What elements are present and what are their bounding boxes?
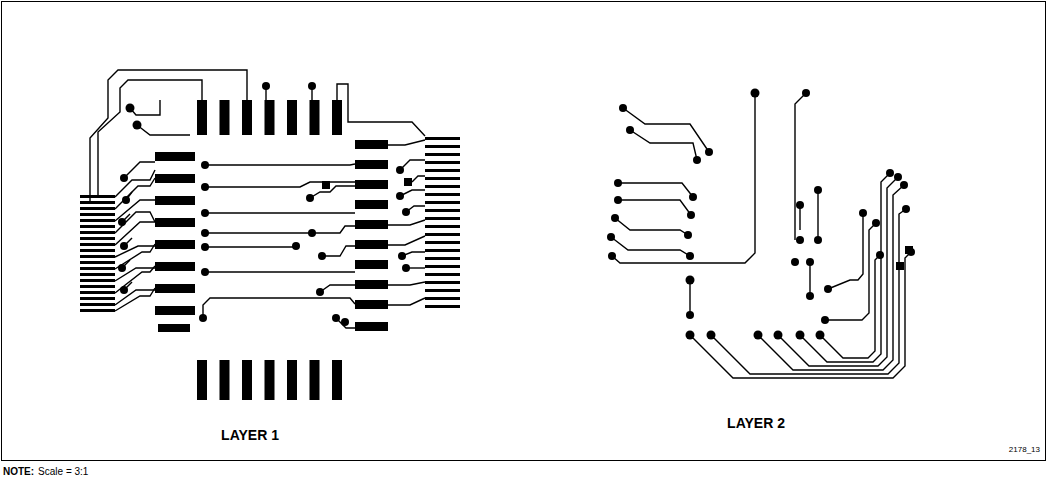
layer-2-vias — [607, 89, 915, 340]
figure-frame — [2, 2, 1046, 461]
layer-1-traces — [90, 70, 425, 328]
figure-id: 2178_13 — [1009, 446, 1040, 455]
note-text: Scale = 3:1 — [38, 466, 88, 477]
layer-title: LAYER 2 — [727, 416, 785, 431]
layer-2-traces — [611, 93, 911, 378]
note-heading: NOTE: — [3, 466, 34, 477]
layer-title: LAYER 1 — [221, 428, 279, 443]
layer-1-artwork — [80, 82, 460, 400]
